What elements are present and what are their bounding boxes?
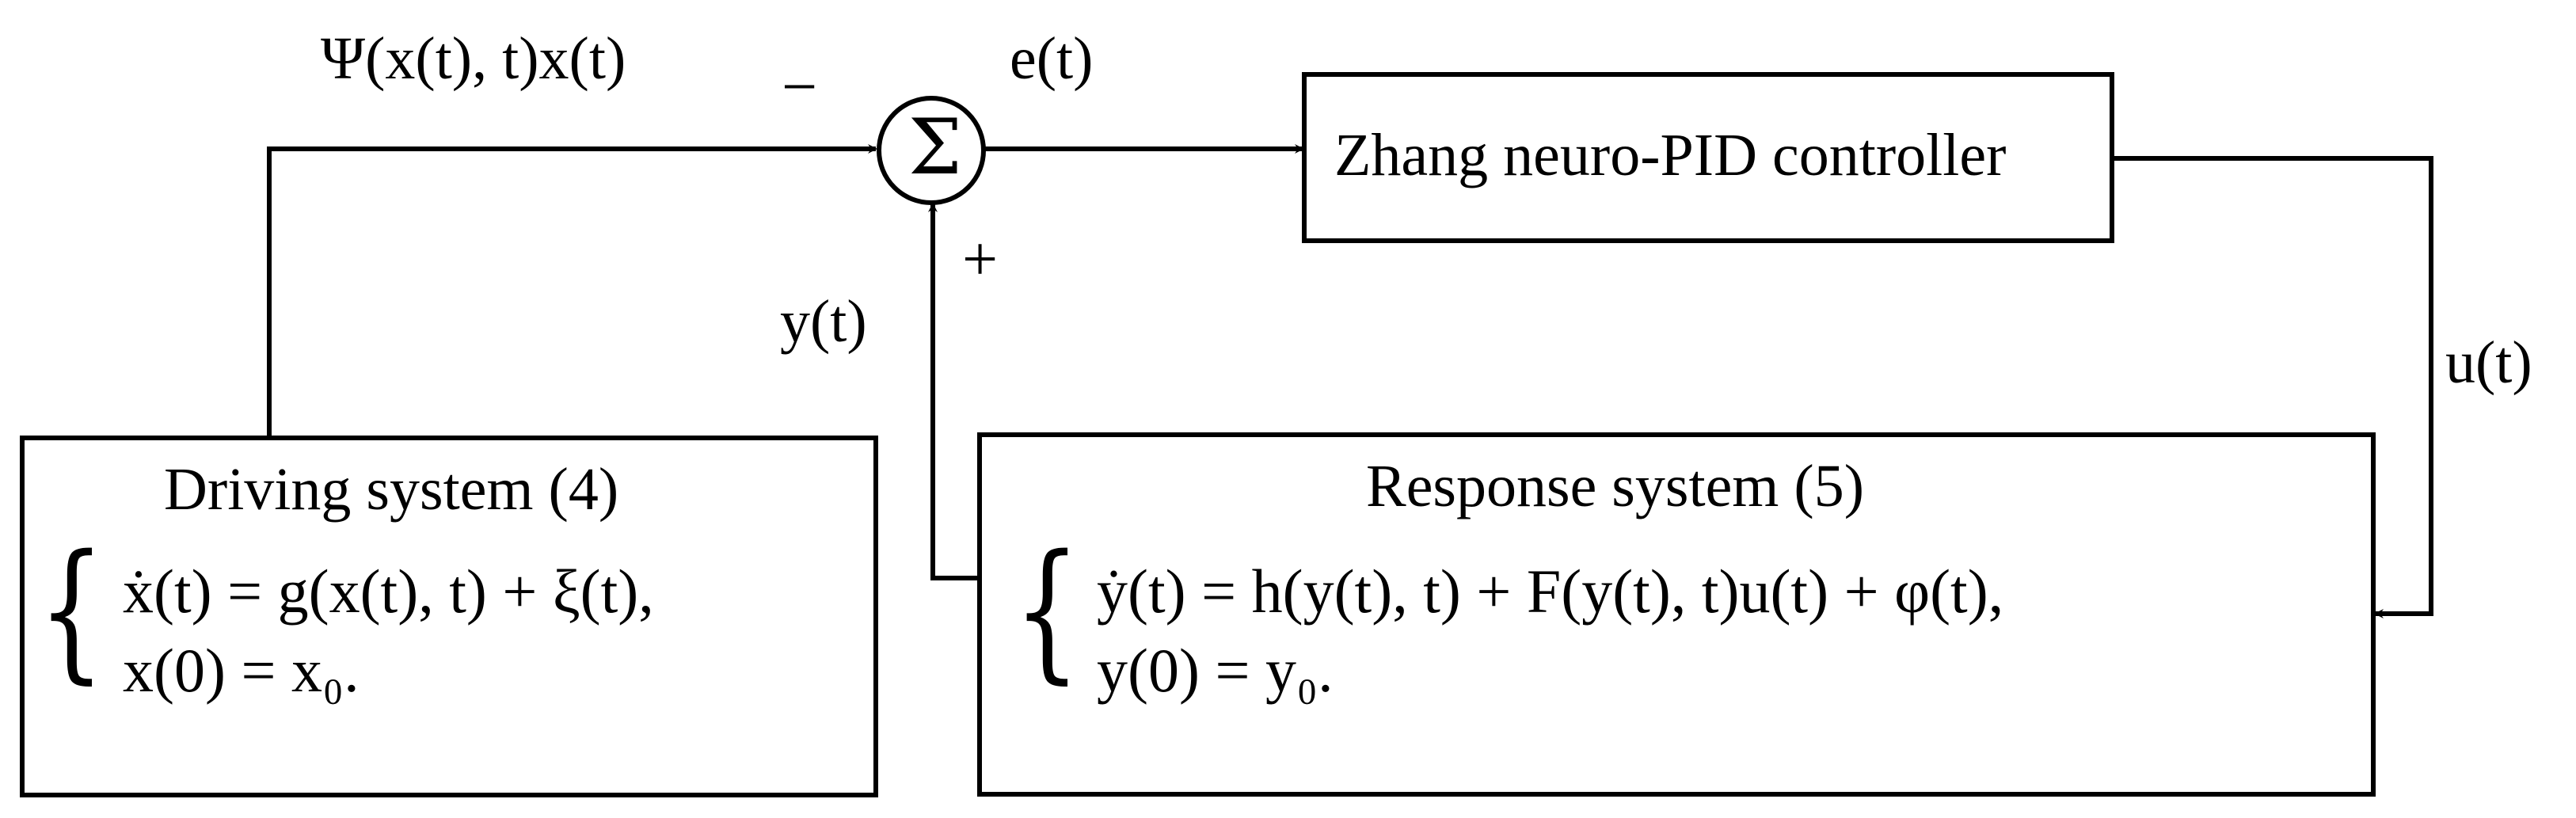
- driving-equation-1: ẋ(t) = g(x(t), t) + ξ(t),: [123, 557, 654, 626]
- response-equation-1: ẏ(t) = h(y(t), t) + F(y(t), t)u(t) + φ(t…: [1097, 557, 2004, 626]
- driving-output-arrow: [267, 144, 877, 438]
- response-system-title: Response system (5): [1366, 453, 1865, 519]
- controller-label: Zhang neuro-PID controller: [1334, 122, 2007, 188]
- response-output-arrow: [928, 203, 980, 580]
- response-brace: {: [1014, 523, 1081, 698]
- summing-junction-symbol: Σ: [908, 103, 962, 192]
- response-equation-2: y(0) = y₀.: [1097, 636, 1334, 705]
- driving-brace: {: [38, 523, 105, 698]
- response-output-label: y(t): [780, 288, 867, 355]
- driving-system-title: Driving system (4): [164, 456, 619, 523]
- control-arrow: [2112, 156, 2433, 618]
- driving-output-label: Ψ(x(t), t)x(t): [321, 25, 626, 92]
- driving-equation-2: x(0) = x₀.: [123, 636, 360, 705]
- minus-sign: −: [782, 52, 818, 122]
- plus-sign: +: [962, 225, 999, 295]
- driving-system-box: [20, 436, 878, 797]
- control-label: u(t): [2445, 329, 2532, 396]
- response-system-box: [977, 432, 2376, 797]
- error-label: e(t): [1010, 25, 1094, 92]
